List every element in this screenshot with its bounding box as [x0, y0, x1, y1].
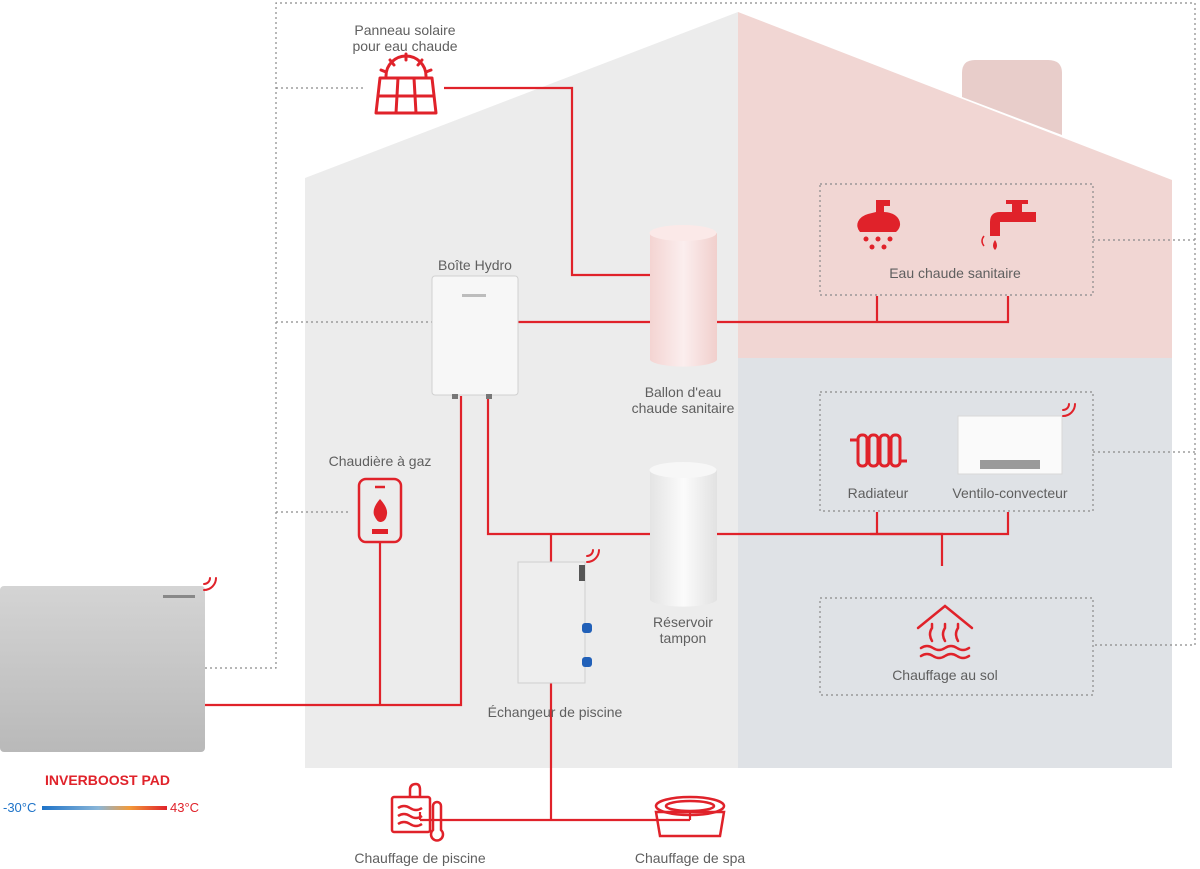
label-fan-coil: Ventilo-convecteur — [952, 485, 1068, 501]
label-spa-heating: Chauffage de spa — [634, 850, 746, 866]
shower-icon — [857, 200, 901, 250]
label-pool-exchanger: Échangeur de piscine — [487, 704, 623, 720]
fan-coil-unit — [957, 415, 1063, 475]
control-lines — [205, 2, 1196, 696]
label-pool-heating: Chauffage de piscine — [354, 850, 486, 866]
pool-icon — [390, 782, 445, 842]
label-buffer-line1: Réservoir — [653, 614, 713, 630]
hydro-box — [431, 275, 519, 399]
label-radiator: Radiateur — [847, 485, 909, 501]
temperature-range-bar — [42, 806, 167, 810]
label-solar-line2: pour eau chaude — [352, 38, 458, 54]
house-right-lower — [738, 358, 1172, 768]
label-hydro-box: Boîte Hydro — [438, 257, 512, 273]
label-solar-line1: Panneau solaire — [354, 22, 456, 38]
pool-exchanger-unit — [517, 561, 592, 684]
wifi-icon — [203, 577, 217, 591]
house-left-wall — [305, 12, 738, 768]
buffer-tank — [649, 462, 717, 607]
temp-max-label: 43°C — [170, 800, 200, 815]
gas-boiler-icon — [357, 477, 403, 544]
solar-panel-icon — [374, 52, 438, 115]
chimney — [962, 60, 1062, 135]
radiator-icon — [850, 433, 907, 468]
label-dhw-tank-line1: Ballon d'eau — [644, 384, 722, 400]
label-dhw-tank-line2: chaude sanitaire — [631, 400, 735, 416]
heat-pump-name: INVERBOOST PAD — [45, 772, 170, 788]
label-dhw: Eau chaude sanitaire — [889, 265, 1021, 281]
temp-min-label: -30°C — [3, 800, 37, 815]
faucet-icon — [981, 200, 1036, 250]
heat-pump-unit — [0, 586, 205, 752]
house-right-upper — [738, 12, 1172, 358]
floor-heating-icon — [916, 604, 974, 660]
label-buffer-line2: tampon — [659, 630, 707, 646]
spa-icon — [654, 795, 726, 838]
wifi-icon — [1062, 403, 1076, 417]
label-gas-boiler: Chaudière à gaz — [328, 453, 432, 469]
label-floor-heating: Chauffage au sol — [892, 667, 998, 683]
pipe-lines — [205, 86, 1010, 822]
wifi-icon — [586, 549, 600, 563]
dhw-tank — [649, 225, 717, 367]
